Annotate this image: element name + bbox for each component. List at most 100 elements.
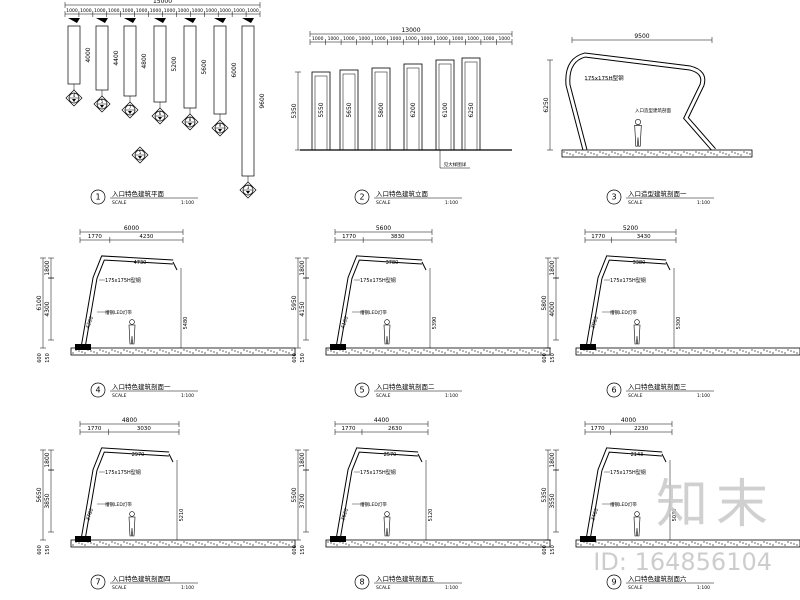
gravel-dot [700,544,702,546]
gravel-dot [607,541,609,543]
panel-scale-label: SCALE [112,200,127,206]
gravel-dot [390,350,392,352]
gravel-dot [336,544,338,546]
gravel-dot [258,542,260,544]
panel-number: 3 [611,193,616,202]
callout-number: 9 [219,123,222,128]
gravel-dot [637,543,639,545]
frame-inner [81,448,170,541]
gravel-dot [438,350,440,352]
gravel-dot [516,352,518,354]
gravel-dot [144,544,146,546]
dim-value: 4000 [621,417,636,424]
gravel-dot [757,351,759,353]
section-base-b: 150 [45,545,51,555]
gravel-dot [336,352,338,354]
gravel-dot [604,544,606,546]
frame-inner [586,256,667,349]
gravel-dot [775,349,777,351]
gravel-dot [625,351,627,353]
section-total-height: 6100 [36,257,46,349]
segment-value: 1000 [80,8,92,14]
section-width: 6000 [79,225,184,235]
gravel-dot [713,153,715,155]
gravel-dot [252,544,254,546]
gravel-dot [153,543,155,545]
gravel-dot [351,349,353,351]
gravel-dot [111,349,113,351]
elevation-column: 5650 [339,69,359,151]
gravel-dot [586,350,588,352]
section-lower-height: 4300 [44,277,54,341]
gravel-dot [727,349,729,351]
callout-number: 7 [129,105,132,110]
figure-head [384,511,390,517]
panel-scale-label: SCALE [112,585,127,591]
gravel-dot [718,542,720,544]
panel-scale: 1:100 [181,585,194,591]
gravel-dot [414,542,416,544]
panel-number-circle [354,189,370,205]
gravel-dot [643,349,645,351]
figure-body [128,516,136,537]
column-height: 5650 [346,102,353,117]
gravel-dot [81,351,83,353]
gravel-dot [504,544,506,546]
gravel-dot [354,350,356,352]
gravel-dot [787,541,789,543]
gravel-dot [653,153,655,155]
footing [330,344,346,350]
gravel-dot [737,153,739,155]
gravel-dot [435,541,437,543]
gravel-dot [736,544,738,546]
member-label: 175x175H型钢 [610,469,646,476]
section-base-a: 600 [37,353,43,363]
gravel-dot [207,349,209,351]
gravel-dot [78,350,80,352]
gravel-dot [114,350,116,352]
gravel-dot [637,351,639,353]
gravel-dot [596,154,598,156]
gravel-dot [249,543,251,545]
gravel-dot [646,542,648,544]
gravel-dot [649,351,651,353]
gravel-dot [174,542,176,544]
gravel-dot [345,543,347,545]
gravel-dot [682,350,684,352]
panel-title: 入口特色建筑立面 [376,189,429,198]
segment-value: 1000 [66,8,78,14]
gravel-dot [438,542,440,544]
gravel-dot [745,351,747,353]
sub-dim-b: 3830 [391,234,405,240]
gravel-dot [613,543,615,545]
frame-tip [665,261,671,271]
gravel-dot [662,152,664,154]
frame-tip [417,453,423,463]
dim-value: 5350 [541,487,548,502]
gravel-dot [99,349,101,351]
panel-scale-label: SCALE [376,393,391,399]
gravel-dot [186,542,188,544]
dim-value: 6100 [36,295,43,310]
human-figure-icon [383,511,391,537]
panel-title: 入口特色建筑剖面一 [112,382,171,391]
member-outline [241,25,255,177]
gravel-dot [429,543,431,545]
gravel-dot [456,544,458,546]
section-lower-height: 4150 [299,277,309,341]
gravel-dot [543,541,545,543]
gravel-dot [631,349,633,351]
gravel-dot [546,542,548,544]
section-base-b: 150 [550,545,556,555]
gravel-dot [372,544,374,546]
gravel-dot [213,543,215,545]
section-lower-height: 3550 [549,469,559,533]
segment-value: 1000 [483,36,495,42]
figure-body [633,516,641,537]
gravel-dot [537,543,539,545]
